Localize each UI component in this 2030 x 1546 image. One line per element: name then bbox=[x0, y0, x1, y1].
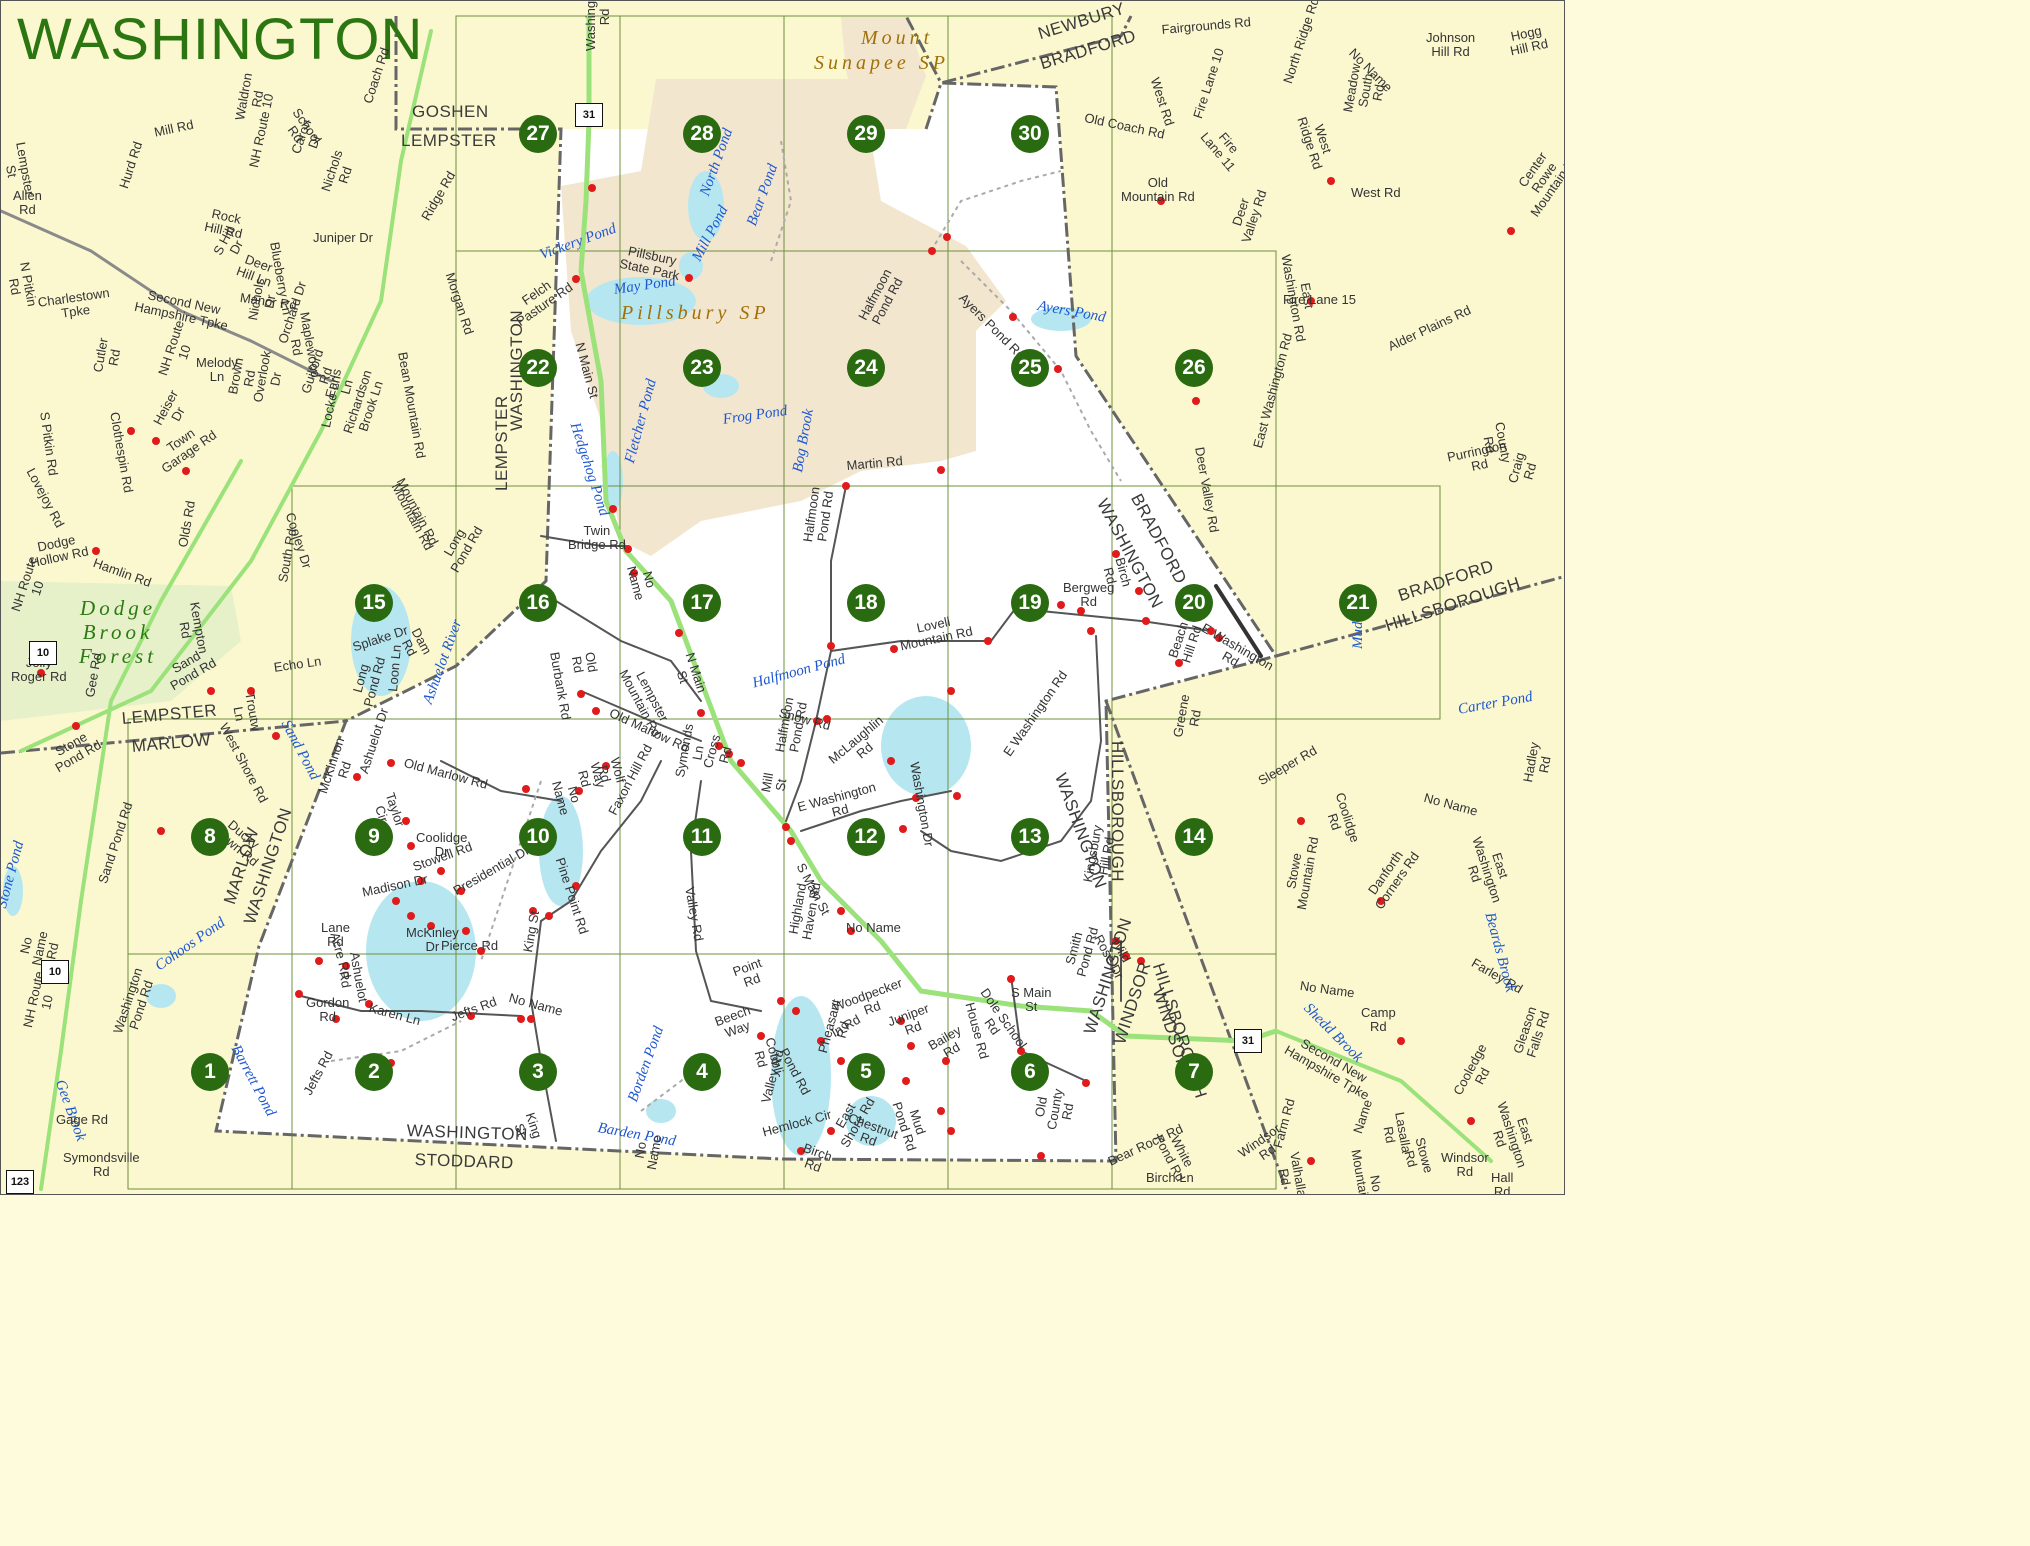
tile-marker-22[interactable]: 22 bbox=[519, 349, 557, 387]
park-label: Sunapee SP bbox=[814, 52, 949, 74]
tile-marker-16[interactable]: 16 bbox=[519, 584, 557, 622]
road-label: Johnson Hill Rd bbox=[1426, 30, 1476, 59]
ayers-pond bbox=[1031, 307, 1091, 331]
tile-marker-10[interactable]: 10 bbox=[519, 818, 557, 856]
road-label: Juniper Dr bbox=[313, 230, 373, 245]
road-label: Lane Rd bbox=[321, 920, 350, 949]
town-line-label: LEMPSTER bbox=[401, 131, 497, 150]
road-label: Camp Rd bbox=[1361, 1005, 1396, 1034]
tile-marker-25[interactable]: 25 bbox=[1011, 349, 1049, 387]
route-shield: 10 bbox=[41, 960, 69, 984]
tile-marker-23[interactable]: 23 bbox=[683, 349, 721, 387]
tile-marker-18[interactable]: 18 bbox=[847, 584, 885, 622]
tile-marker-29[interactable]: 29 bbox=[847, 115, 885, 153]
town-line-label: GOSHEN bbox=[412, 102, 489, 121]
barden-pond bbox=[646, 1099, 676, 1123]
may-pond bbox=[586, 277, 696, 325]
tile-marker-21[interactable]: 21 bbox=[1339, 584, 1377, 622]
road-label: Hall Rd bbox=[1491, 1170, 1514, 1195]
road-label: Old County Rd bbox=[1031, 1087, 1077, 1131]
ashuelot-pond bbox=[366, 881, 476, 1021]
road-label: Pierce Rd bbox=[441, 938, 499, 953]
road-label: Washington Rd bbox=[583, 0, 612, 51]
washington-town-area bbox=[216, 83, 1276, 1161]
route-shield: 10 bbox=[29, 641, 57, 665]
road-label: Old Mountain Rd bbox=[1121, 175, 1195, 204]
road-label: Allen Rd bbox=[13, 188, 42, 217]
route-shield: 31 bbox=[1234, 1029, 1262, 1053]
tile-marker-26[interactable]: 26 bbox=[1175, 349, 1213, 387]
tile-grid bbox=[127, 15, 1441, 1190]
tile-marker-8[interactable]: 8 bbox=[191, 818, 229, 856]
tile-marker-4[interactable]: 4 bbox=[683, 1053, 721, 1091]
town-boundary bbox=[1, 15, 1564, 1190]
tile-marker-12[interactable]: 12 bbox=[847, 818, 885, 856]
tile-marker-17[interactable]: 17 bbox=[683, 584, 721, 622]
road-label: Coolidge Dr bbox=[416, 830, 468, 859]
road-label: Birch Ln bbox=[1146, 1170, 1194, 1185]
tile-marker-9[interactable]: 9 bbox=[355, 818, 393, 856]
trails bbox=[330, 140, 1122, 1112]
road-label: McKinley Dr bbox=[406, 925, 459, 954]
tile-marker-27[interactable]: 27 bbox=[519, 115, 557, 153]
park-label: Mount bbox=[861, 27, 934, 49]
tile-marker-24[interactable]: 24 bbox=[847, 349, 885, 387]
road-label: Bergweg Rd bbox=[1063, 580, 1115, 609]
cohoos-pond bbox=[146, 984, 176, 1008]
tile-marker-15[interactable]: 15 bbox=[355, 584, 393, 622]
map-graphics bbox=[1, 13, 1564, 1191]
road-label: S Main St bbox=[1011, 985, 1052, 1014]
dodge-brook-forest-area bbox=[1, 581, 241, 721]
road-label: West Rd bbox=[1351, 185, 1401, 200]
road-label: No Name bbox=[631, 1134, 665, 1171]
road-label: Gordon Rd bbox=[306, 995, 350, 1024]
tile-marker-19[interactable]: 19 bbox=[1011, 584, 1049, 622]
mill-pond bbox=[679, 252, 703, 280]
road-label: Fire Lane 15 bbox=[1283, 292, 1356, 307]
highways bbox=[1, 13, 1493, 1191]
mount-sunapee-park-area bbox=[841, 17, 926, 129]
road-label: Twin Bridge Rd bbox=[568, 523, 626, 552]
map-title: WASHINGTON bbox=[17, 7, 424, 72]
tile-marker-11[interactable]: 11 bbox=[683, 818, 721, 856]
tile-marker-7[interactable]: 7 bbox=[1175, 1053, 1213, 1091]
road-label: Symondsville Rd bbox=[63, 1150, 140, 1179]
road-points bbox=[37, 177, 1515, 1165]
route-shield: 31 bbox=[575, 103, 603, 127]
north-pond bbox=[688, 171, 724, 241]
road-label: Windsor Rd bbox=[1441, 1150, 1489, 1179]
tile-marker-20[interactable]: 20 bbox=[1175, 584, 1213, 622]
park-label: Pillsbury SP bbox=[621, 302, 770, 324]
stone-pond bbox=[3, 866, 23, 916]
route-shield: 123 bbox=[6, 1170, 34, 1194]
town-line-label: WASHINGTON bbox=[406, 1121, 529, 1145]
tile-marker-30[interactable]: 30 bbox=[1011, 115, 1049, 153]
tile-marker-28[interactable]: 28 bbox=[683, 115, 721, 153]
town-line-label: STODDARD bbox=[414, 1150, 515, 1173]
bear-pond-south bbox=[846, 1096, 896, 1146]
forest-label-line: Brook bbox=[82, 620, 154, 645]
tile-marker-2[interactable]: 2 bbox=[355, 1053, 393, 1091]
road-label: No Name bbox=[846, 920, 901, 935]
forest-label-line: Forest bbox=[79, 644, 158, 669]
tile-marker-3[interactable]: 3 bbox=[519, 1053, 557, 1091]
tile-marker-13[interactable]: 13 bbox=[1011, 818, 1049, 856]
forest-label-line: Dodge bbox=[80, 596, 157, 620]
road-label: Melody Ln bbox=[196, 355, 238, 384]
tile-marker-6[interactable]: 6 bbox=[1011, 1053, 1049, 1091]
road-label: Gage Rd bbox=[56, 1112, 109, 1127]
tile-marker-1[interactable]: 1 bbox=[191, 1053, 229, 1091]
mud-pond-south bbox=[771, 996, 831, 1156]
halfmoon-pond bbox=[881, 696, 971, 796]
tile-marker-5[interactable]: 5 bbox=[847, 1053, 885, 1091]
tile-marker-14[interactable]: 14 bbox=[1175, 818, 1213, 856]
